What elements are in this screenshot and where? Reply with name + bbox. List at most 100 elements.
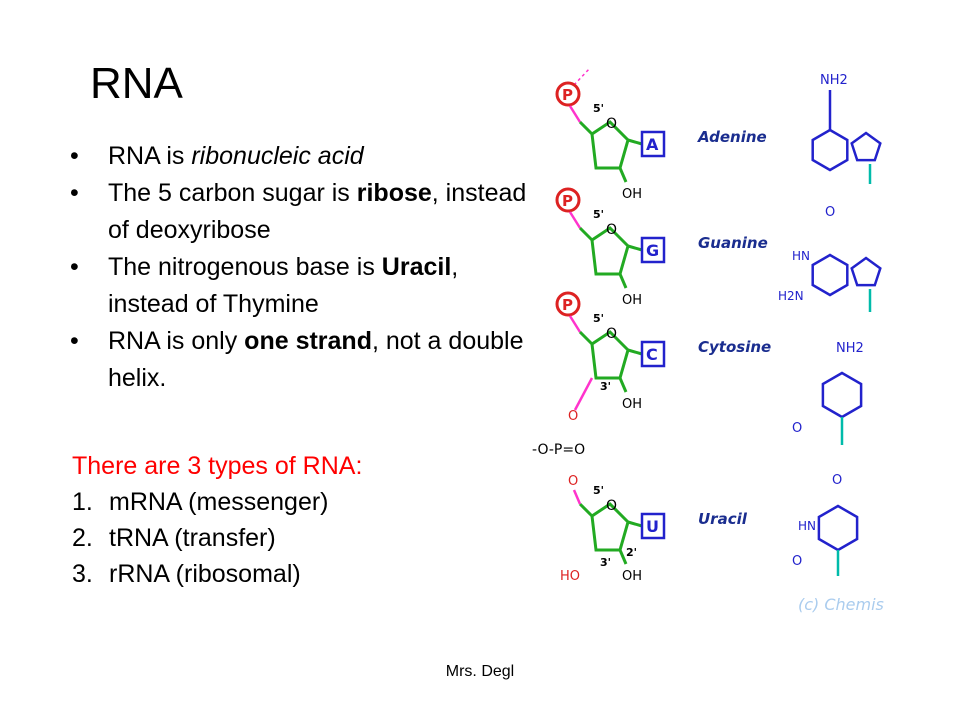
ribose-ring xyxy=(590,502,630,552)
cytosine-ring xyxy=(821,371,863,419)
slide-footer: Mrs. Degl xyxy=(445,663,515,680)
rna-type-item: 1. mRNA (messenger) xyxy=(72,484,329,520)
bullet-text: RNA is ribonucleic acid xyxy=(108,142,364,170)
carbon-5-label: 5' xyxy=(593,484,604,497)
text-run: Uracil xyxy=(381,253,452,281)
cytosine-oxygen-label: O xyxy=(792,421,802,436)
text-run: ribonucleic acid xyxy=(191,142,364,170)
guanine-hn-label: HN xyxy=(792,249,810,263)
linker-oxygen-bottom: O xyxy=(568,474,578,489)
hydroxyl-label: OH xyxy=(622,293,642,308)
base-name: Guanine xyxy=(698,234,768,252)
bullet-text: The nitrogenous base is Uracil, instead … xyxy=(108,253,458,318)
base-name: Uracil xyxy=(698,510,748,528)
base-letter: U xyxy=(646,517,659,536)
phosphate-circle xyxy=(555,291,581,317)
phosphodiester-bond xyxy=(573,377,594,411)
rna-type-text: rRNA (ribosomal) xyxy=(109,560,301,588)
bullet-dot: • xyxy=(70,179,79,207)
hydroxyl-label: OH xyxy=(622,569,642,584)
guanine-ring xyxy=(811,253,849,297)
linker-oxygen-top: O xyxy=(568,409,578,424)
phosphate-label: P xyxy=(562,192,573,210)
bullet-item: • RNA is only one strand, not a double he… xyxy=(70,323,540,397)
base-box xyxy=(640,130,666,158)
carbon-2-label: 2' xyxy=(626,546,637,559)
rna-type-number: 2. xyxy=(72,524,93,552)
bullet-text: The 5 carbon sugar is ribose, instead of… xyxy=(108,179,526,244)
phosphate-circle xyxy=(555,81,581,107)
adenine-ring xyxy=(811,128,849,172)
adenine-imidazole xyxy=(850,131,882,162)
carbon-3-label: 3' xyxy=(600,556,611,569)
base-box xyxy=(640,512,666,540)
slide-title: RNA xyxy=(90,59,183,108)
bullet-item: • The nitrogenous base is Uracil, instead… xyxy=(70,249,540,323)
bullet-dot: • xyxy=(70,327,79,355)
ring-oxygen-label: O xyxy=(606,116,617,132)
rna-type-text: mRNA (messenger) xyxy=(109,488,329,516)
text-run: , not a double helix. xyxy=(108,327,524,392)
ring-oxygen-label: O xyxy=(606,326,617,342)
c2-oh-bond xyxy=(618,167,628,183)
ho-label: HO xyxy=(560,569,580,584)
ring-oxygen-label: O xyxy=(606,498,617,514)
uracil-oxygen-bottom-label: O xyxy=(792,554,802,569)
glycosidic-bond xyxy=(627,520,643,528)
base-box xyxy=(640,340,666,368)
uracil-hn-label: HN xyxy=(798,519,816,533)
base-letter: C xyxy=(646,345,658,364)
ribose-ring xyxy=(590,120,630,170)
carbon-5-label: 5' xyxy=(593,102,604,115)
c2-oh-bond xyxy=(618,549,628,565)
strand-start-line xyxy=(573,67,591,86)
bullet-list: •RNA is ribonucleic acid •The 5 carbon s… xyxy=(70,138,540,397)
text-run: The 5 carbon sugar is xyxy=(108,179,357,207)
cytosine-nh2-label: NH2 xyxy=(836,341,864,356)
rna-type-number: 1. xyxy=(72,488,93,516)
base-letter: G xyxy=(646,241,659,260)
glycosidic-bond xyxy=(627,244,643,252)
text-run: , instead of Thymine xyxy=(108,253,459,318)
c2-oh-bond xyxy=(618,377,628,393)
base-name: Adenine xyxy=(697,128,767,146)
guanine-oxygen-label: O xyxy=(825,205,835,220)
bullet-item: •RNA is ribonucleic acid xyxy=(70,138,540,175)
base-letter: A xyxy=(646,135,659,154)
text-run: The nitrogenous base is xyxy=(108,253,382,281)
text-run: , instead of deoxyribose xyxy=(108,179,527,244)
base-name: Cytosine xyxy=(698,338,771,356)
carbon-5-label: 5' xyxy=(593,208,604,221)
c5-bond xyxy=(578,330,594,346)
bullet-dot: • xyxy=(70,253,79,281)
carbon-5-label: 5' xyxy=(593,312,604,325)
glycosidic-bond xyxy=(627,138,643,146)
phosphate-label: P xyxy=(562,86,573,104)
ribose-ring xyxy=(590,330,630,380)
glycosidic-bond xyxy=(627,348,643,356)
phosphate-sugar-link xyxy=(568,105,582,123)
copyright-label: (c) Chemis xyxy=(798,595,884,614)
bullet-item: • The 5 carbon sugar is ribose, instead o… xyxy=(70,175,540,249)
guanine-imidazole xyxy=(850,256,882,287)
hydroxyl-label: OH xyxy=(622,187,642,202)
text-run: one strand xyxy=(244,327,372,355)
rna-strand-diagram: P5'OAOHAdenineP5'OGOHGuanineP5'OCOHCytos… xyxy=(532,67,884,614)
ribose-ring xyxy=(590,226,630,276)
carbon-3-label: 3' xyxy=(600,380,611,393)
rna-type-item: 3. rRNA (ribosomal) xyxy=(72,556,329,592)
text-run: ribose xyxy=(356,179,432,207)
uracil-oxygen-top-label: O xyxy=(832,473,842,488)
phosphate-sugar-link xyxy=(568,315,582,333)
rna-type-number: 3. xyxy=(72,560,93,588)
base-box xyxy=(640,236,666,264)
rna-type-text: tRNA (transfer) xyxy=(109,524,276,552)
phosphate-label: P xyxy=(562,296,573,314)
bullet-text: RNA is only one strand, not a double hel… xyxy=(108,327,523,392)
phosphate-sugar-link xyxy=(568,211,582,229)
c5-bond xyxy=(578,226,594,242)
ring-oxygen-label: O xyxy=(606,222,617,238)
text-run: RNA is only xyxy=(108,327,245,355)
uracil-ring xyxy=(817,504,859,552)
hydroxyl-label: OH xyxy=(622,397,642,412)
